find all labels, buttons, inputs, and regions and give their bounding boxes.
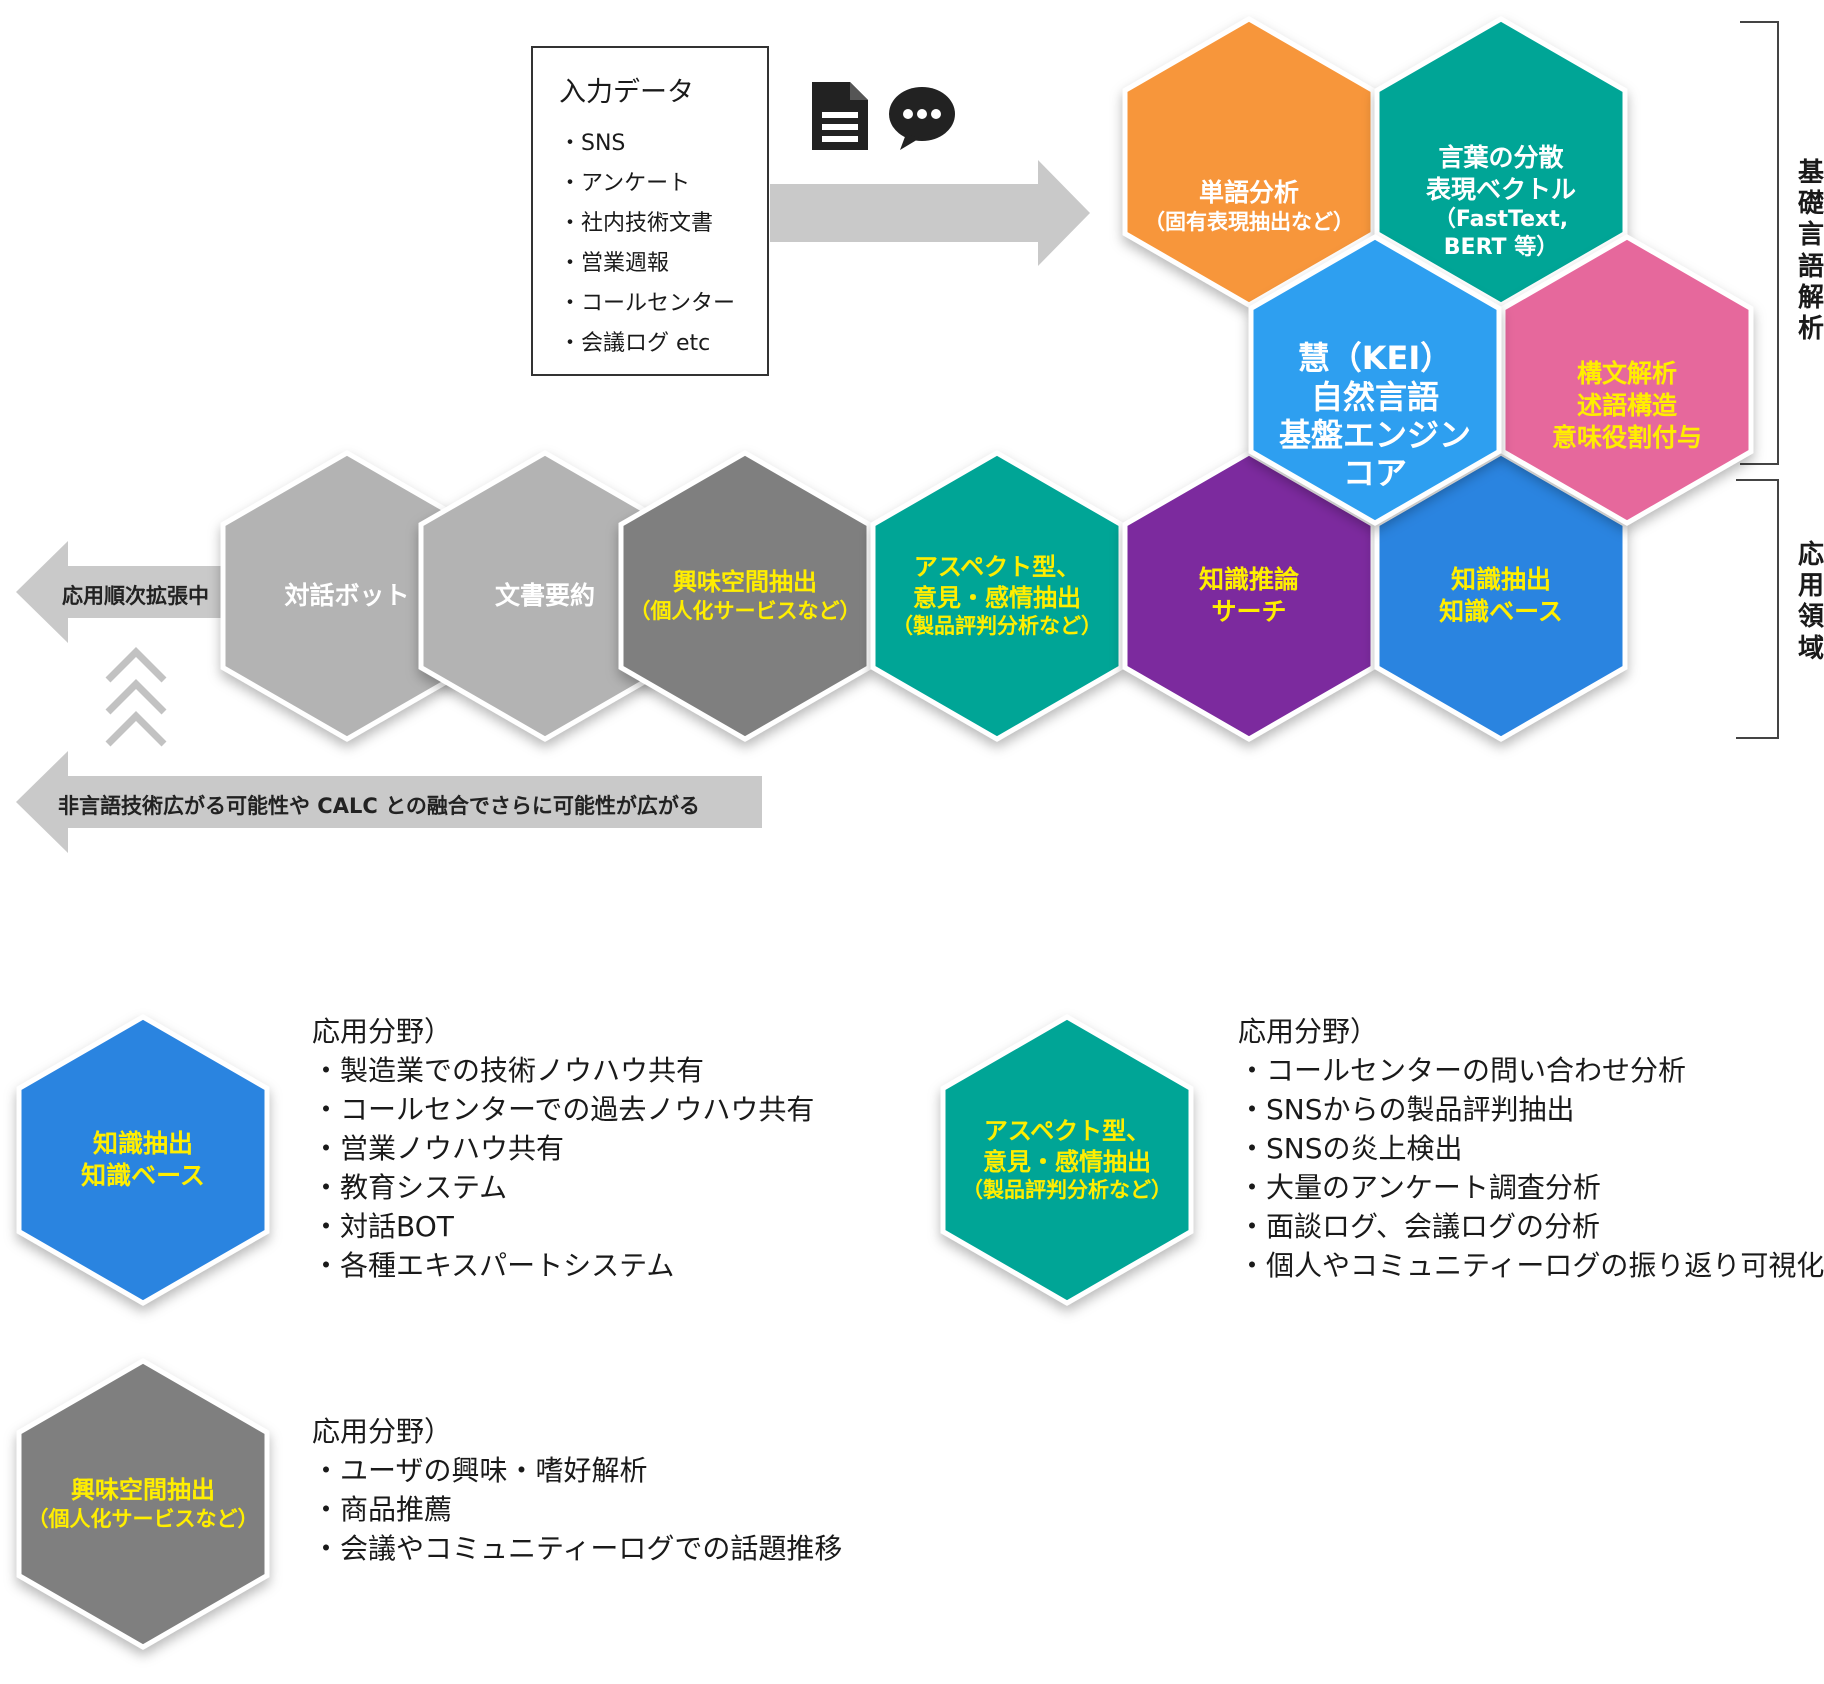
hex-interest (618, 450, 872, 742)
document-icon (812, 82, 868, 150)
hex-aspect-label: アスペクト型、 意見・感情抽出 （製品評判分析など） (892, 552, 1102, 639)
legend-hex-knowledge (16, 1014, 270, 1306)
application-item: ・個人やコミュニティーログの振り返り可視化 (1238, 1249, 1824, 1282)
legend-interest-hex-label: 興味空間抽出 （個人化サービスなど） (27, 1476, 259, 1531)
legend-aspect-hex-label: アスペクト型、 意見・感情抽出 （製品評判分析など） (962, 1116, 1172, 1203)
aspect-application-list: 応用分野） ・コールセンターの問い合わせ分析 ・SNSからの製品評判抽出 ・SN… (1238, 1012, 1824, 1285)
nonverbal-arrow (16, 751, 762, 853)
application-item: ・教育システム (312, 1171, 508, 1204)
input-item: ・アンケート (559, 171, 691, 196)
input-item: ・会議ログ etc (559, 331, 711, 356)
input-data-title: 入力データ (559, 77, 694, 108)
hex-core-label: 慧（KEI） 自然言語 基盤エンジン コア (1278, 339, 1471, 493)
application-heading: 応用分野） (312, 1415, 453, 1448)
knowledge-application-list: 応用分野） ・製造業での技術ノウハウ共有 ・コールセンターでの過去ノウハウ共有 … (312, 1012, 814, 1285)
basic-bracket (1740, 21, 1779, 465)
application-bracket (1736, 479, 1779, 739)
input-item: ・社内技術文書 (559, 211, 714, 236)
input-item: ・営業週報 (559, 251, 670, 276)
hex-inference-label: 知識推論 サーチ (1198, 565, 1299, 626)
input-data-box: 入力データ ・SNS ・アンケート ・社内技術文書 ・営業週報 ・コールセンター… (531, 46, 769, 376)
input-item: ・SNS (559, 131, 626, 156)
input-data-list: ・SNS ・アンケート ・社内技術文書 ・営業週報 ・コールセンター ・会議ログ… (559, 124, 735, 364)
hex-distributed-vector (1374, 16, 1628, 308)
application-item: ・SNSの炎上検出 (1238, 1132, 1463, 1165)
chat-bubble-icon (889, 87, 955, 150)
application-item: ・会議やコミュニティーログでの話題推移 (312, 1532, 843, 1565)
application-item: ・ユーザの興味・嗜好解析 (312, 1454, 648, 1487)
application-item: ・SNSからの製品評判抽出 (1238, 1093, 1575, 1126)
application-item: ・商品推薦 (312, 1493, 453, 1526)
hex-summary-label: 文書要約 (494, 581, 595, 610)
application-item: ・コールセンターの問い合わせ分析 (1238, 1054, 1687, 1087)
application-area-label: 応用領域 (1797, 540, 1824, 664)
nonverbal-arrow-label: 非言語技術広がる可能性や CALC との融合でさらに可能性が広がる (58, 794, 700, 818)
legend-knowledge-hex-label: 知識抽出 知識ベース (81, 1129, 205, 1190)
application-item: ・大量のアンケート調査分析 (1238, 1171, 1601, 1204)
application-heading: 応用分野） (1238, 1015, 1379, 1048)
input-flow-arrow (770, 160, 1090, 266)
application-item: ・コールセンターでの過去ノウハウ共有 (312, 1093, 815, 1126)
hex-distributed-vector-label: 言葉の分散 表現ベクトル （FastText, BERT 等） (1425, 142, 1576, 260)
hex-word-analysis-label: 単語分析 （固有表現抽出など） (1144, 177, 1354, 234)
basic-analysis-label: 基礎言語解析 (1797, 158, 1824, 344)
application-item: ・各種エキスパートシステム (312, 1249, 675, 1282)
application-item: ・製造業での技術ノウハウ共有 (312, 1054, 705, 1087)
hex-core (1248, 234, 1502, 526)
legend-hex-interest (16, 1358, 270, 1650)
input-item: ・コールセンター (559, 291, 736, 316)
expansion-arrow-label: 応用順次拡張中 (62, 584, 209, 608)
up-chevrons (105, 647, 167, 747)
hex-knowledge-label: 知識抽出 知識ベース (1439, 565, 1563, 626)
hex-word-analysis (1122, 16, 1376, 308)
interest-application-list: 応用分野） ・ユーザの興味・嗜好解析 ・商品推薦 ・会議やコミュニティーログでの… (312, 1412, 842, 1568)
application-item: ・対話BOT (312, 1210, 454, 1243)
hex-interest-label: 興味空間抽出 （個人化サービスなど） (629, 568, 861, 623)
application-item: ・面談ログ、会議ログの分析 (1238, 1210, 1601, 1243)
expansion-arrow (16, 541, 240, 643)
legend-hex-aspect (940, 1014, 1194, 1306)
hex-aspect (870, 450, 1124, 742)
hex-syntax-label: 構文解析 述語構造 意味役割付与 (1551, 359, 1702, 452)
application-item: ・営業ノウハウ共有 (312, 1132, 565, 1165)
hex-syntax (1500, 234, 1754, 526)
application-heading: 応用分野） (312, 1015, 453, 1048)
hex-dialog-label: 対話ボット (284, 581, 410, 610)
